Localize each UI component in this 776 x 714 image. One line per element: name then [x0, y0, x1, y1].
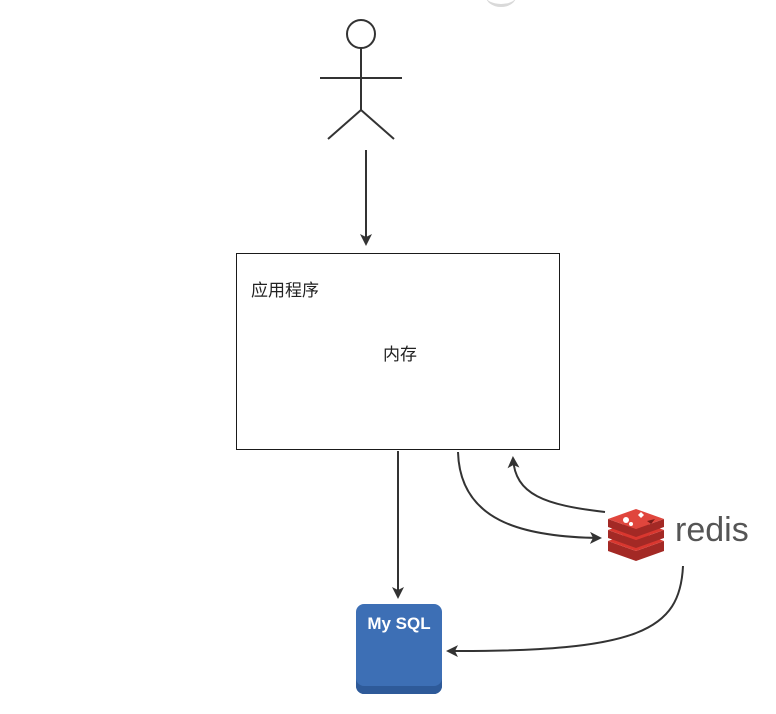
- redis-label: redis: [675, 511, 749, 549]
- redis-logo-icon: [608, 509, 664, 561]
- arrow-app-to-redis: [457, 451, 602, 544]
- mysql-label: My SQL: [367, 614, 431, 633]
- mysql-database-icon: My SQL: [356, 604, 442, 694]
- arrow-redis-to-mysql: [446, 565, 684, 658]
- user-stick-figure-icon: [320, 19, 402, 140]
- partial-shape-top: [486, 0, 516, 7]
- application-box: 应用程序 内存: [236, 253, 560, 450]
- memory-label: 内存: [383, 345, 417, 365]
- arrow-redis-to-app: [507, 456, 606, 513]
- app-title: 应用程序: [251, 281, 319, 301]
